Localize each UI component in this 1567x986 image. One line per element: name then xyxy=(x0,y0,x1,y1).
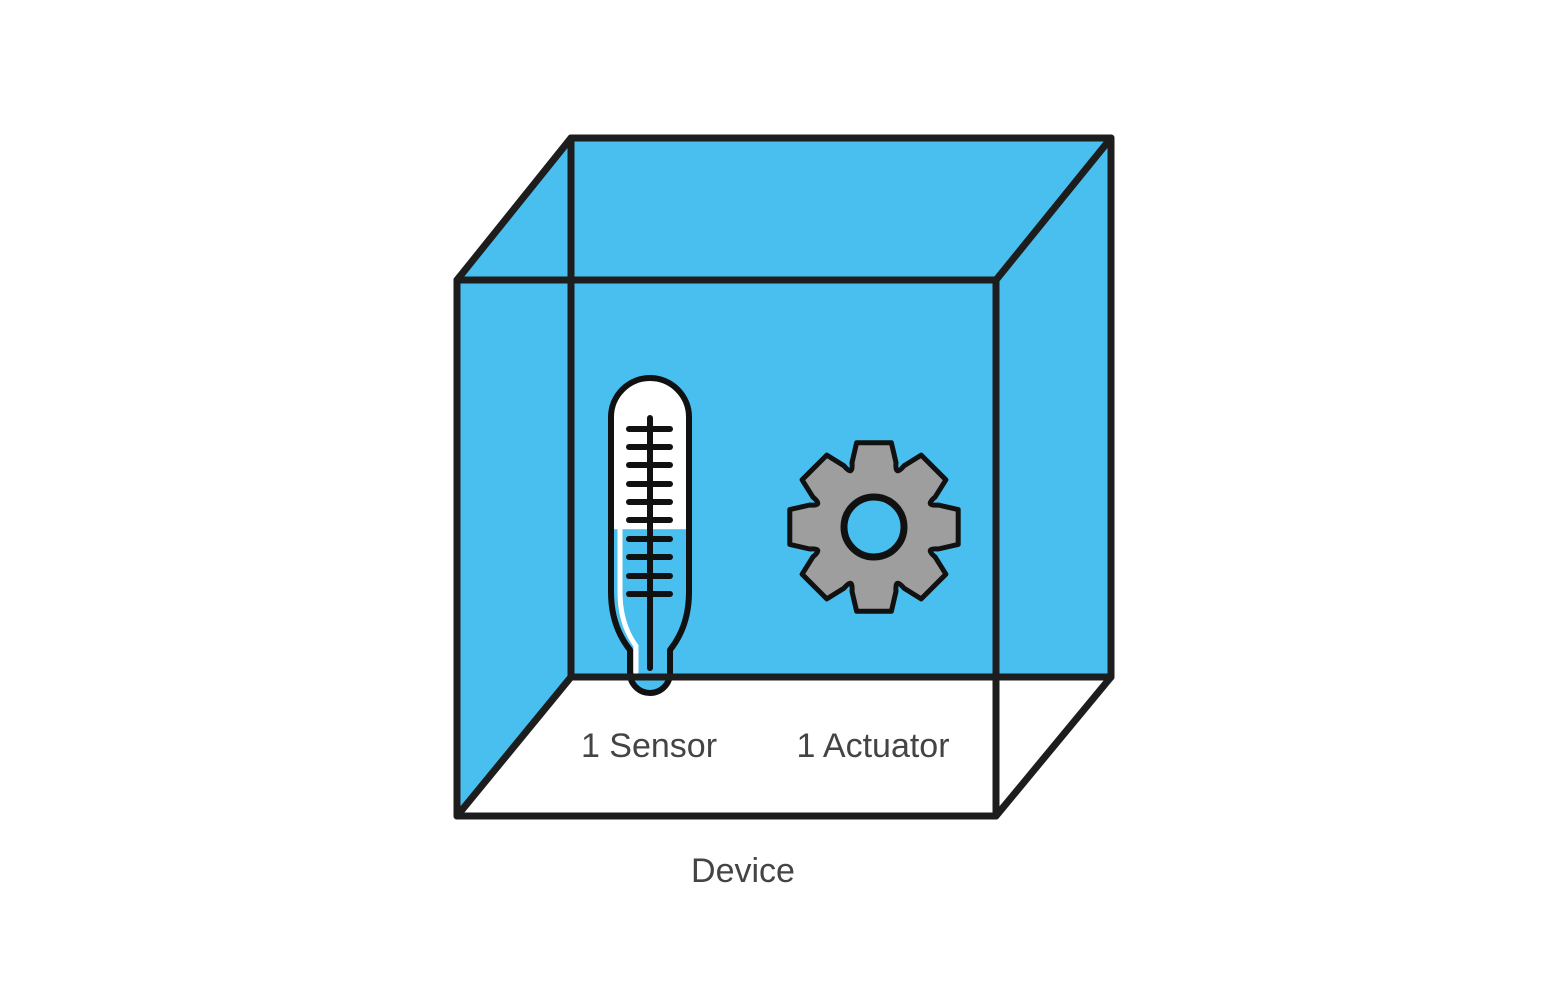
cube-top-face xyxy=(457,138,1111,280)
cube-left-face xyxy=(457,138,571,816)
gear-icon xyxy=(787,440,961,614)
device-label: Device xyxy=(691,852,795,890)
thermometer-outline xyxy=(608,375,692,696)
thermometer-highlight xyxy=(617,499,639,675)
cube-bottom-face xyxy=(457,677,1111,816)
thermometer-icon xyxy=(608,375,692,696)
cube-edges xyxy=(453,134,1115,820)
cube-right-face xyxy=(996,138,1111,677)
gear-hole xyxy=(840,493,908,561)
thermometer-ticks xyxy=(626,426,673,597)
actuator-label: 1 Actuator xyxy=(796,727,949,765)
sensor-label: 1 Sensor xyxy=(581,727,717,765)
cube xyxy=(457,138,1111,816)
